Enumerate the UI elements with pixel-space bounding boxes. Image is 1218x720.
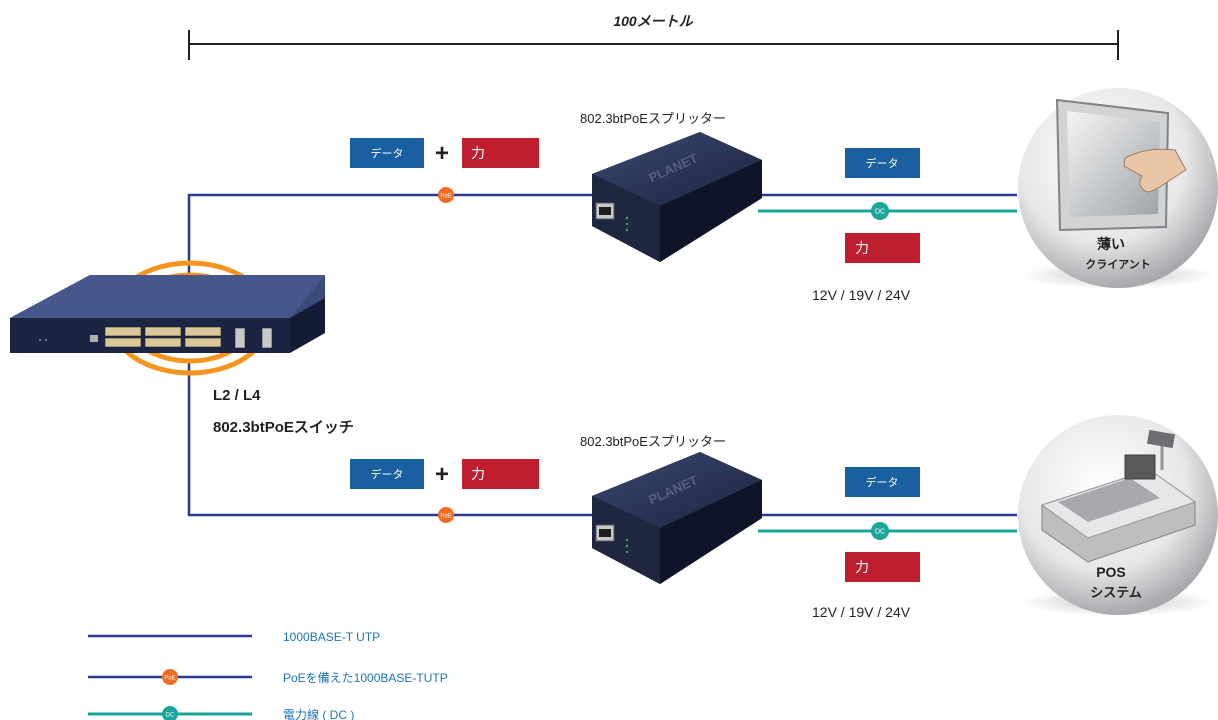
distance-label: 100メートル: [613, 13, 693, 29]
legend-label: 電力線 ( DC ): [283, 707, 354, 720]
dc-marker: DC: [871, 202, 889, 220]
output-power-badge-upper: 力: [845, 233, 920, 263]
legend-item-poe-utp: PoE PoEを備えた1000BASE-TUTP: [88, 669, 448, 685]
legend-label: PoEを備えた1000BASE-TUTP: [283, 670, 448, 685]
data-badge: [350, 459, 424, 489]
data-badge-label: データ: [371, 146, 404, 160]
svg-text:力: 力: [855, 559, 869, 575]
svg-text:データ: データ: [866, 156, 899, 170]
switch-label-line1: L2 / L4: [213, 387, 261, 404]
svg-text:力: 力: [855, 240, 869, 256]
data-plus-power-upper: データ + 力: [350, 138, 539, 168]
svg-text:PoE: PoE: [164, 676, 175, 682]
pos-label-line2: システム: [1090, 585, 1142, 600]
output-data-badge-lower: データ: [845, 467, 920, 497]
svg-text:データ: データ: [866, 475, 899, 489]
switch-label-line2: 802.3btPoEスイッチ: [213, 419, 354, 436]
pos-system-device: POS システム: [1018, 415, 1218, 616]
svg-text:PoE: PoE: [440, 194, 451, 200]
thin-client-device: 薄い クライアント: [1018, 88, 1218, 289]
dc-marker: DC: [871, 522, 889, 540]
power-badge-label: 力: [471, 145, 485, 161]
data-plus-power-lower: データ + 力: [350, 459, 539, 489]
distance-indicator: 100メートル: [188, 13, 1119, 60]
plus-sign: +: [435, 461, 449, 488]
pos-label-line1: POS: [1096, 564, 1126, 580]
voltage-label-upper: 12V / 19V / 24V: [812, 287, 911, 303]
power-badge-label: 力: [471, 466, 485, 482]
thin-client-label-line2: クライアント: [1085, 258, 1151, 271]
voltage-label-lower: 12V / 19V / 24V: [812, 604, 911, 620]
output-power-badge-lower: 力: [845, 552, 920, 582]
splitter-title-upper: 802.3btPoEスプリッター: [580, 111, 726, 126]
svg-text:DC: DC: [166, 713, 175, 719]
thin-client-label-line1: 薄い: [1097, 236, 1125, 252]
poe-marker: PoE: [438, 507, 454, 523]
poe-switch: [10, 260, 325, 376]
console-port: [90, 335, 98, 342]
poe-marker: PoE: [438, 187, 454, 203]
switch-ports: [104, 326, 222, 348]
legend-item-utp: 1000BASE-T UTP: [88, 630, 380, 644]
data-badge: [350, 138, 424, 168]
svg-text:DC: DC: [875, 209, 885, 216]
poe-splitter-lower: PLANET: [592, 452, 762, 584]
svg-text:PoE: PoE: [440, 514, 451, 520]
power-badge: [462, 459, 539, 489]
splitter-title-lower: 802.3btPoEスプリッター: [580, 434, 726, 449]
svg-text:DC: DC: [875, 529, 885, 536]
plus-sign: +: [435, 140, 449, 167]
touchscreen-icon: [1055, 98, 1187, 232]
data-badge-label: データ: [371, 467, 404, 481]
legend-label: 1000BASE-T UTP: [283, 630, 380, 644]
poe-splitter-upper: PLANET: [592, 132, 762, 262]
legend-item-dc: DC 電力線 ( DC ): [88, 706, 354, 720]
power-badge: [462, 138, 539, 168]
legend: 1000BASE-T UTP PoE PoEを備えた1000BASE-TUTP …: [88, 630, 448, 720]
cash-register-icon: [1040, 429, 1197, 563]
output-data-badge-upper: データ: [845, 148, 920, 178]
